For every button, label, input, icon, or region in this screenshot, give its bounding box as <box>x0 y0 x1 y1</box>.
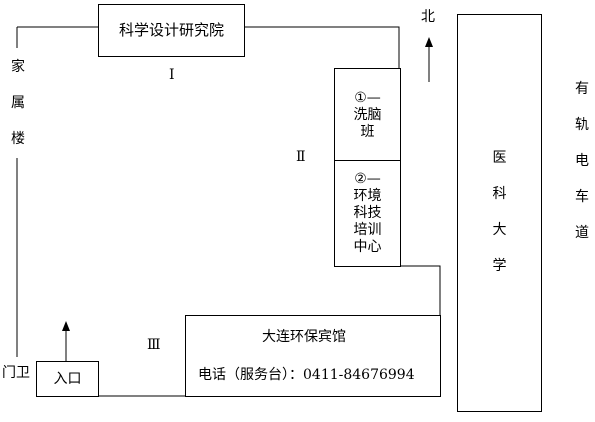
research-institute-label: 科学设计研究院 <box>118 21 224 39</box>
route-label-1: Ⅰ <box>169 67 175 83</box>
route-label-3: Ⅲ <box>147 337 161 353</box>
tram-road-char: 有 <box>575 81 589 97</box>
medical-university-char: 科 <box>492 186 507 202</box>
tram-road-label: 有 轨 电 车 道 <box>572 82 592 240</box>
entrance-label: 入口 <box>53 371 82 387</box>
entrance-box: 入口 <box>36 361 99 397</box>
medical-university-char: 大 <box>492 222 507 238</box>
hotel-box: 大连环保宾馆 电话（服务台）：0411-84676994 <box>185 315 441 397</box>
family-building-char: 属 <box>11 95 25 111</box>
tram-road-char: 道 <box>575 225 589 241</box>
medical-university-box: 医 科 大 学 <box>457 14 542 412</box>
washing-class-label: ①— 洗脑 班 <box>353 89 382 140</box>
medical-university-char: 医 <box>492 150 507 166</box>
medical-university-char: 学 <box>492 258 507 274</box>
hotel-phone: 电话（服务台）：0411-84676994 <box>198 367 415 383</box>
washing-class-box: ①— 洗脑 班 <box>334 68 401 162</box>
route-line-right <box>400 265 441 315</box>
route-label-2: Ⅱ <box>296 149 306 165</box>
training-center-box: ②— 环境 科技 培训 中心 <box>334 160 401 267</box>
family-building-char: 家 <box>11 59 25 75</box>
tram-road-char: 轨 <box>575 117 589 133</box>
north-label: 北 <box>421 9 435 25</box>
family-building-label: 家 属 楼 <box>8 60 28 146</box>
tram-road-char: 电 <box>575 153 589 169</box>
entrance-arrow-head <box>62 321 70 331</box>
tram-road-char: 车 <box>575 189 589 205</box>
medical-university-label: 医 科 大 学 <box>458 151 541 273</box>
north-arrow-head <box>425 37 433 47</box>
hotel-name: 大连环保宾馆 <box>262 329 346 345</box>
family-building-char: 楼 <box>11 131 25 147</box>
gate-guard-label: 门卫 <box>2 365 30 381</box>
route-line-top-right <box>244 26 400 68</box>
training-center-label: ②— 环境 科技 培训 中心 <box>353 171 382 255</box>
research-institute-box: 科学设计研究院 <box>98 4 245 57</box>
